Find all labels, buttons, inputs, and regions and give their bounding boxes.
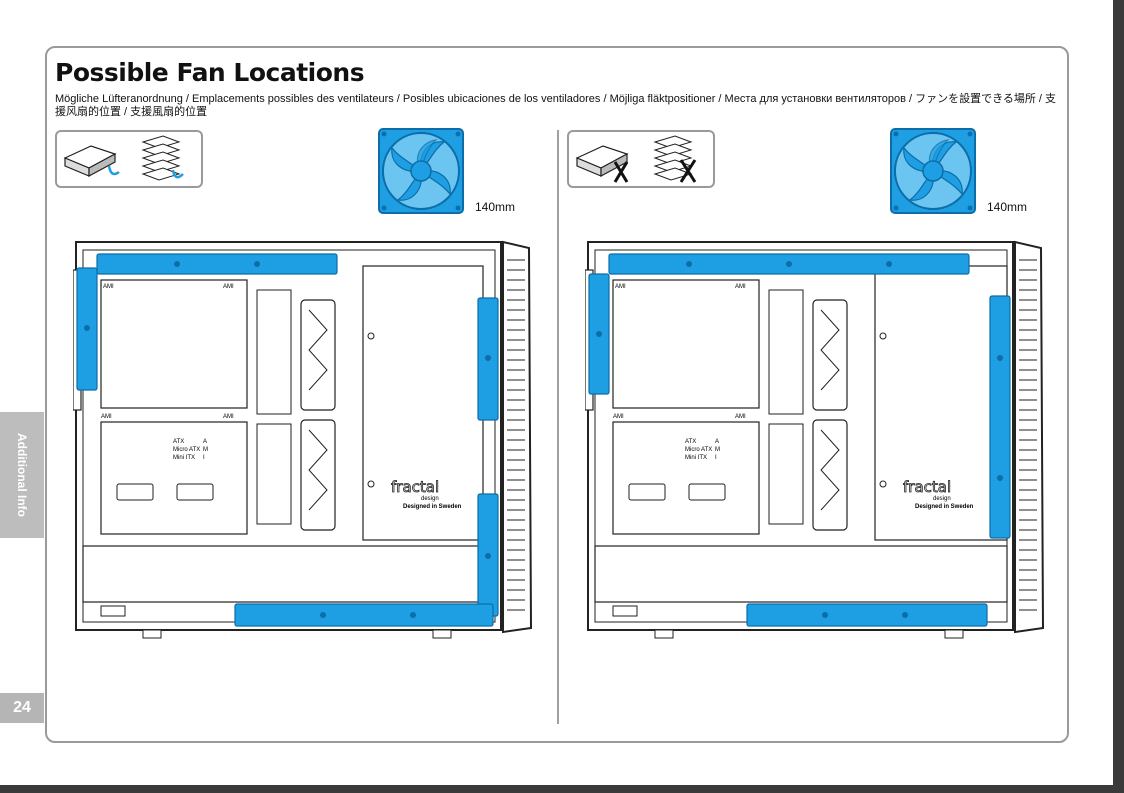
page-number: 24 — [0, 693, 44, 723]
svg-text:Designed in Sweden: Designed in Sweden — [915, 504, 974, 510]
content-frame — [45, 46, 1069, 743]
svg-text:I: I — [203, 455, 205, 461]
svg-text:AMI: AMI — [735, 284, 746, 290]
check-icon — [171, 169, 184, 179]
svg-text:ATX: ATX — [173, 439, 184, 445]
cross-icon — [679, 159, 697, 183]
panel-without-drive-cages: 140mm — [567, 128, 1057, 648]
svg-text:M: M — [203, 447, 208, 453]
svg-text:AMI: AMI — [613, 414, 624, 420]
svg-text:AMI: AMI — [735, 414, 746, 420]
page-title: Possible Fan Locations — [55, 58, 365, 87]
svg-text:Mini ITX: Mini ITX — [173, 455, 195, 461]
cross-icon — [613, 161, 629, 183]
svg-text:design: design — [421, 496, 439, 502]
fan-icon — [378, 128, 464, 214]
section-side-tab: Additional Info — [0, 412, 44, 538]
fan-icon — [890, 128, 976, 214]
svg-text:AMI: AMI — [223, 284, 234, 290]
drive-config-badge — [567, 130, 715, 188]
drive-config-badge — [55, 130, 203, 188]
svg-text:fractal: fractal — [391, 478, 439, 496]
check-icon — [107, 165, 120, 176]
svg-text:AMI: AMI — [101, 414, 112, 420]
panel-with-drive-cages: 140mm — [55, 128, 545, 648]
fan-size-label: 140mm — [987, 200, 1028, 214]
svg-text:I: I — [715, 455, 717, 461]
drive-bay-icon — [575, 135, 697, 183]
case-diagram: AMI AMI AMI AMI ATX Micro ATX Mini ITX A… — [585, 240, 1045, 639]
svg-text:AMI: AMI — [223, 414, 234, 420]
case-diagram: AMI AMI AMI AMI ATX Micro ATX Mini ITX A… — [73, 240, 533, 639]
svg-text:AMI: AMI — [615, 284, 626, 290]
svg-text:AMI: AMI — [103, 284, 114, 290]
fan-size-label: 140mm — [475, 200, 516, 214]
panel-divider — [557, 130, 559, 724]
svg-text:Designed in Sweden: Designed in Sweden — [403, 504, 462, 510]
svg-text:ATX: ATX — [685, 439, 696, 445]
svg-text:fractal: fractal — [903, 478, 951, 496]
svg-text:Mini ITX: Mini ITX — [685, 455, 707, 461]
svg-text:A: A — [715, 439, 719, 445]
svg-text:A: A — [203, 439, 207, 445]
drive-bay-icon — [63, 135, 184, 181]
svg-text:M: M — [715, 447, 720, 453]
svg-text:Micro ATX: Micro ATX — [685, 447, 712, 453]
svg-text:design: design — [933, 496, 951, 502]
svg-text:Micro ATX: Micro ATX — [173, 447, 200, 453]
page-subtitle: Mögliche Lüfteranordnung / Emplacements … — [55, 93, 1057, 118]
side-tab-label: Additional Info — [15, 433, 29, 517]
